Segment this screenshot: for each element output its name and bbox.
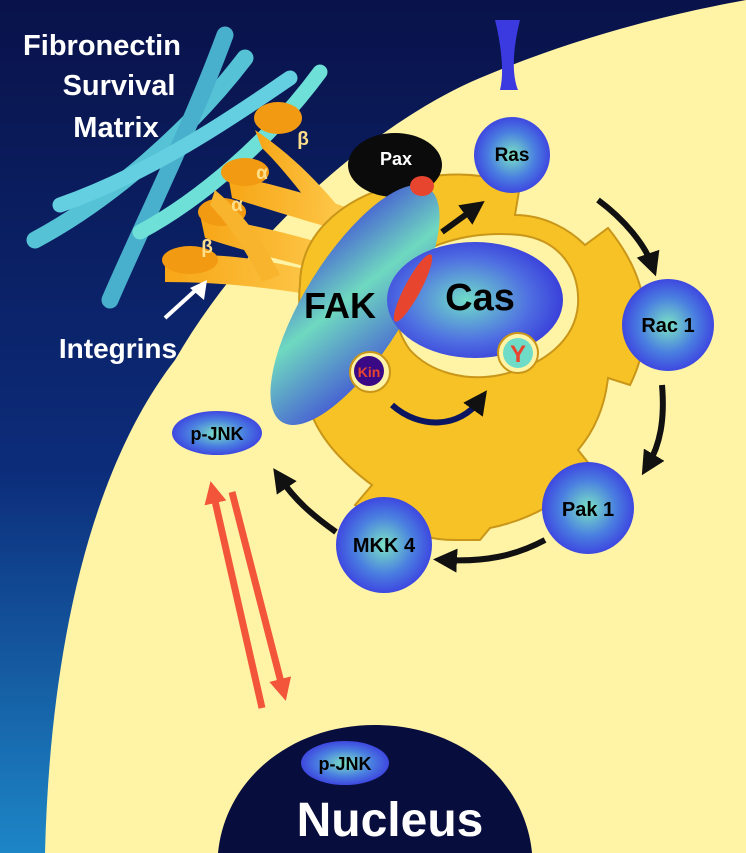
pax-label: Pax (380, 149, 412, 169)
integrins-pointer-arrowhead (190, 280, 207, 300)
ras-label: Ras (495, 145, 530, 166)
integrins-pointer-arrow (163, 286, 200, 320)
ras-anchor (495, 20, 520, 90)
rac1-label: Rac 1 (641, 315, 694, 337)
fak-cas-binding-site (393, 254, 433, 322)
nucleus-label: Nucleus (297, 794, 484, 847)
integrins (162, 102, 380, 305)
integrin-beta-label-2: β (297, 129, 309, 150)
matrix-label-line3: Matrix (73, 112, 158, 144)
pjnk-cytoplasm-protein (172, 411, 262, 455)
kin-domain (354, 356, 384, 386)
phosphorylation-arrow (390, 390, 487, 426)
pjnk-nucleus-protein (301, 741, 389, 785)
fak-pax-binding-site (410, 176, 434, 196)
pak1-protein (542, 462, 634, 554)
kin-label: Kin (358, 364, 381, 380)
matrix-label-line1: Fibronectin (23, 30, 181, 62)
integrins-label: Integrins (59, 333, 177, 364)
pak1-label: Pak 1 (562, 499, 614, 521)
pjnk-cytoplasm-label: p-JNK (191, 424, 244, 444)
rac1-protein (622, 279, 714, 371)
fak-protein (270, 185, 440, 425)
tyrosine-label: Y (510, 341, 526, 368)
cascade-arrows (273, 197, 666, 573)
integrin-alpha-label-1: α (231, 195, 243, 216)
cas-protein (387, 242, 563, 358)
integrin-alpha-label-2: α (256, 163, 268, 184)
integrin-beta-label-1: β (201, 237, 213, 258)
translocation-arrows (204, 481, 292, 709)
mkk4-label: MKK 4 (353, 535, 416, 557)
nucleus (218, 725, 532, 853)
matrix-label-line2: Survival (63, 70, 176, 102)
pjnk-nucleus-label: p-JNK (319, 754, 372, 774)
mkk4-protein (336, 497, 432, 593)
tyrosine-site (503, 338, 533, 368)
ras-protein (474, 117, 550, 193)
fak-label: FAK (304, 285, 376, 326)
cas-label: Cas (445, 277, 515, 319)
